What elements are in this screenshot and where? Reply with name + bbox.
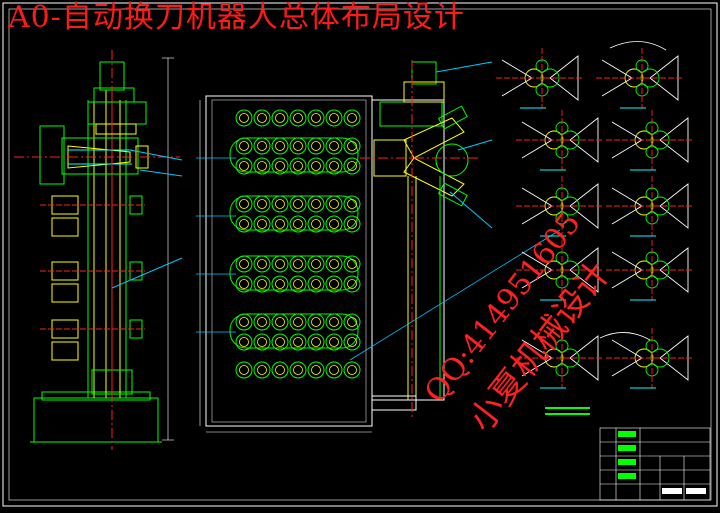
rotation-arc xyxy=(609,41,667,51)
detail-view xyxy=(516,240,604,301)
tool-pocket xyxy=(307,275,325,293)
magazine-leaders xyxy=(196,157,236,333)
tool-pocket xyxy=(271,361,289,379)
tool-pocket xyxy=(271,195,289,213)
tool-pocket xyxy=(343,333,361,351)
detail-view xyxy=(606,110,694,171)
tool-pocket xyxy=(253,361,271,379)
tool-pocket xyxy=(307,361,325,379)
tool-pocket xyxy=(271,215,289,233)
tool-change-sequence xyxy=(496,41,694,415)
detail-view xyxy=(496,48,584,109)
tool-pocket xyxy=(271,157,289,175)
tool-pocket xyxy=(271,313,289,331)
tool-pocket xyxy=(343,275,361,293)
tool-pocket xyxy=(289,157,307,175)
detail-view xyxy=(516,328,604,389)
tool-pocket xyxy=(271,109,289,127)
tool-pocket xyxy=(307,313,325,331)
tool-pocket xyxy=(343,215,361,233)
tool-pocket xyxy=(235,109,253,127)
rotation-arc xyxy=(599,332,651,341)
tool-pocket xyxy=(325,313,343,331)
tool-pocket xyxy=(271,255,289,273)
manipulator-assembly xyxy=(349,60,561,420)
tool-pocket xyxy=(235,137,253,155)
tool-pocket xyxy=(289,195,307,213)
tool-pocket xyxy=(289,137,307,155)
tool-pocket xyxy=(271,137,289,155)
tool-pocket xyxy=(235,313,253,331)
tool-pocket xyxy=(235,275,253,293)
tool-pocket xyxy=(325,215,343,233)
tool-pocket xyxy=(253,109,271,127)
tool-pocket xyxy=(235,333,253,351)
detail-view xyxy=(516,110,604,171)
tool-pocket xyxy=(289,215,307,233)
tool-pocket xyxy=(253,137,271,155)
tool-pocket xyxy=(289,109,307,127)
tool-pocket xyxy=(307,215,325,233)
tool-pocket xyxy=(307,333,325,351)
tool-pocket xyxy=(325,157,343,175)
tool-pocket xyxy=(253,313,271,331)
tool-pocket xyxy=(343,255,361,273)
tool-pocket xyxy=(343,137,361,155)
tool-pocket xyxy=(289,255,307,273)
detail-view xyxy=(516,176,604,237)
tool-pocket xyxy=(343,361,361,379)
tool-pocket xyxy=(307,157,325,175)
tool-pocket xyxy=(307,255,325,273)
detail-view xyxy=(606,328,694,389)
tool-pocket xyxy=(325,137,343,155)
tool-pocket xyxy=(307,195,325,213)
title-block xyxy=(599,427,711,501)
tool-pocket xyxy=(325,275,343,293)
tool-pocket xyxy=(235,361,253,379)
tool-pocket xyxy=(289,333,307,351)
tool-pocket xyxy=(271,275,289,293)
tool-pocket xyxy=(325,109,343,127)
tool-pocket xyxy=(253,333,271,351)
tool-pocket xyxy=(343,195,361,213)
tool-pocket xyxy=(289,361,307,379)
tool-pocket xyxy=(235,215,253,233)
tool-pocket xyxy=(235,195,253,213)
detail-view xyxy=(596,48,684,109)
tool-pocket xyxy=(325,361,343,379)
drawing-inner-border xyxy=(8,8,712,501)
drawing-border xyxy=(2,2,718,507)
tool-pocket xyxy=(343,109,361,127)
tool-pocket xyxy=(235,157,253,175)
tool-pocket xyxy=(235,255,253,273)
drawing-title: A0-自动换刀机器人总体布局设计 xyxy=(8,0,465,35)
tool-pocket xyxy=(325,195,343,213)
detail-view xyxy=(606,176,694,237)
tool-pocket xyxy=(253,275,271,293)
tool-pocket-grid xyxy=(235,109,361,379)
tool-pocket xyxy=(343,313,361,331)
tool-pocket xyxy=(325,333,343,351)
tool-magazine-frame xyxy=(199,95,373,433)
detail-view xyxy=(606,240,694,301)
tool-pocket xyxy=(271,333,289,351)
tool-pocket xyxy=(307,109,325,127)
tool-pocket xyxy=(253,255,271,273)
tool-pocket xyxy=(253,215,271,233)
tool-pocket xyxy=(343,157,361,175)
tool-pocket xyxy=(253,195,271,213)
side-view-column xyxy=(14,50,183,450)
tool-pocket xyxy=(307,137,325,155)
tool-pocket xyxy=(253,157,271,175)
tool-pocket xyxy=(325,255,343,273)
tool-pocket xyxy=(289,313,307,331)
tool-pocket xyxy=(289,275,307,293)
